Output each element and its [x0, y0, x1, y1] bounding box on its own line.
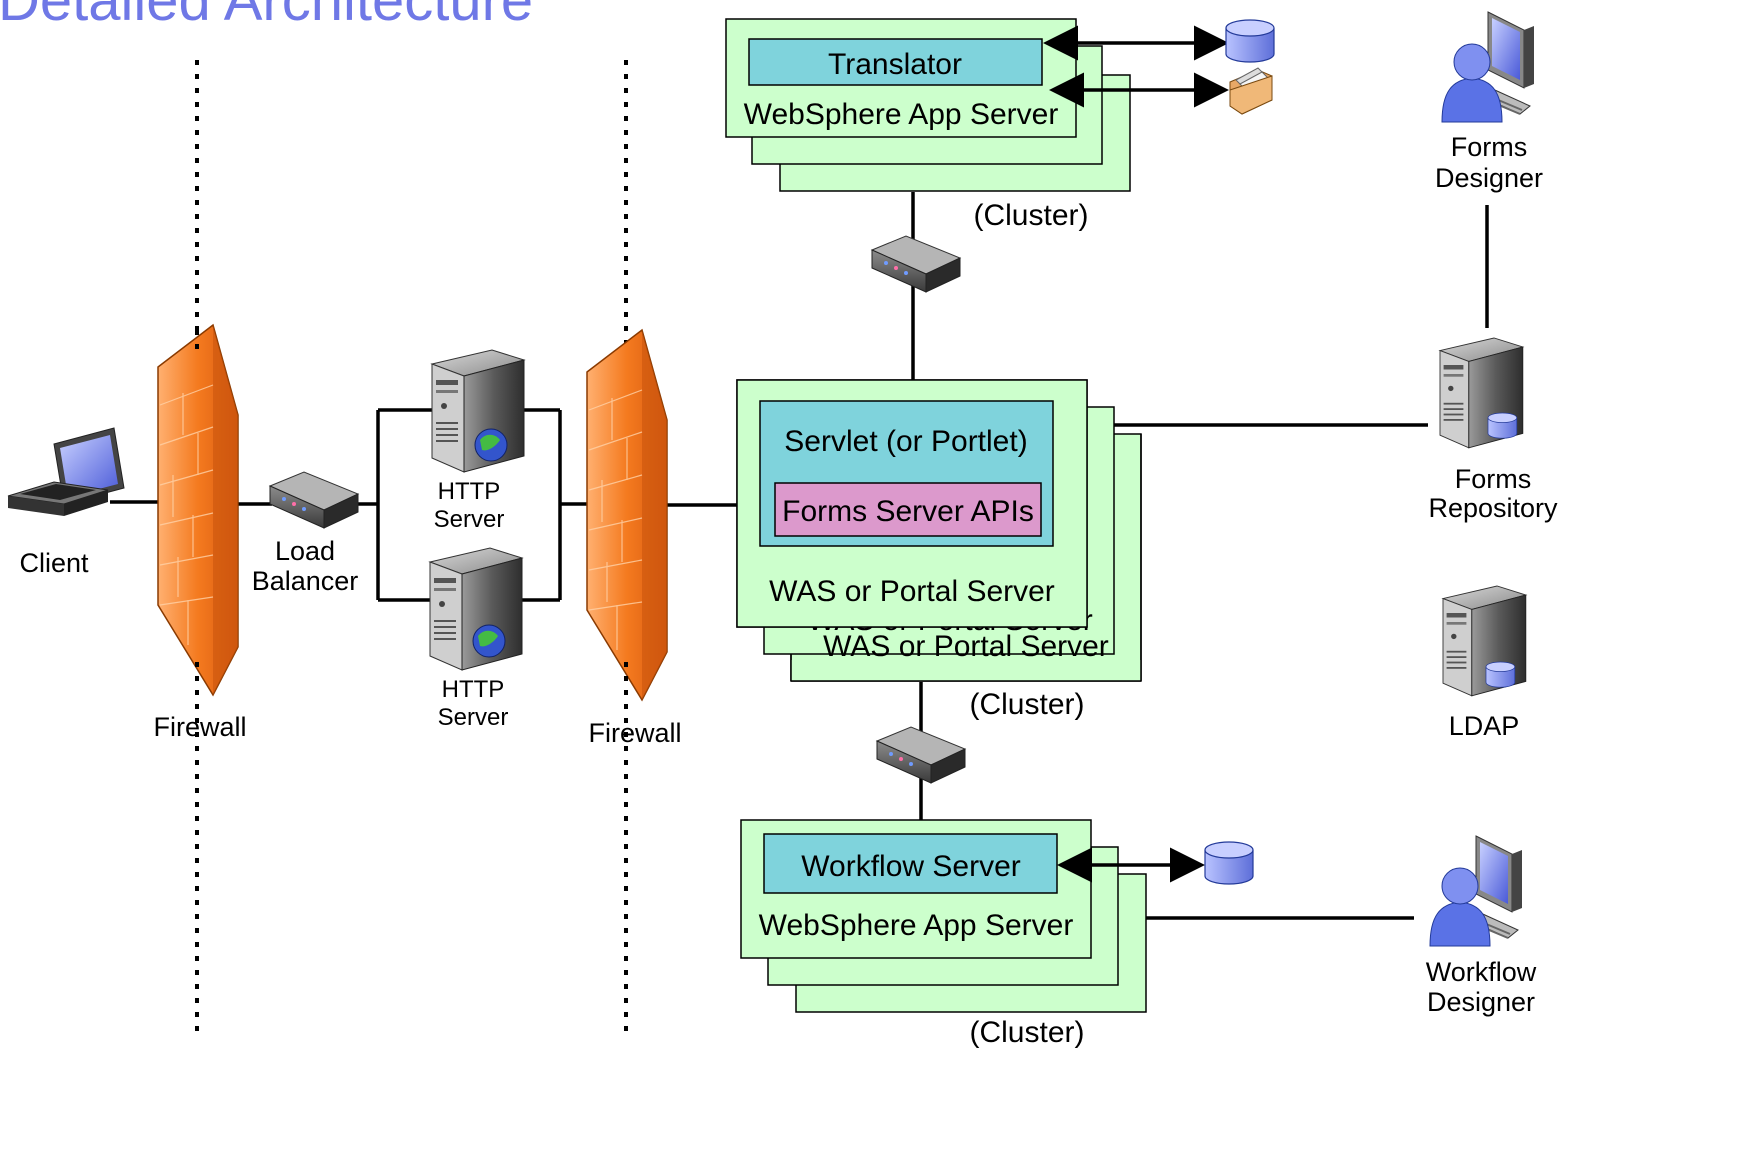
translator-cluster: Translator WebSphere App Server (Cluster…: [725, 18, 1131, 232]
translator-cluster-label: (Cluster): [973, 199, 1088, 232]
forms-apis-box[interactable]: [774, 482, 1042, 537]
globe-icon: [472, 624, 506, 658]
load-balancer-icon: [269, 471, 359, 529]
portal-cluster-label: (Cluster): [969, 688, 1084, 721]
portal-server-label: WAS or Portal Server: [769, 575, 1055, 608]
workflow-server-label: WebSphere App Server: [759, 909, 1074, 942]
firewall-1-label: Firewall: [153, 712, 246, 742]
database-icon: [1487, 412, 1518, 439]
workflow-cluster: Workflow Server WebSphere App Server (Cl…: [740, 819, 1147, 1049]
translator-box[interactable]: [748, 38, 1043, 86]
translator-server-label: WebSphere App Server: [744, 98, 1059, 131]
server-icon: [429, 547, 523, 671]
ldap-label: LDAP: [1449, 711, 1520, 741]
translator-label: Translator: [828, 48, 962, 81]
diagram-title: Detailed Architecture: [0, 0, 533, 33]
servlet-label: Servlet (or Portlet): [784, 425, 1027, 458]
svg-text:WAS or Portal Server: WAS or Portal Server: [823, 630, 1109, 663]
workflow-box[interactable]: [763, 833, 1058, 894]
user-workstation-icon: [1429, 835, 1523, 947]
database-icon: [1485, 661, 1516, 688]
forms-apis-label: Forms Server APIs: [782, 495, 1034, 528]
laptop-icon: [7, 427, 125, 516]
folder-icon: [1229, 67, 1273, 115]
database-icon: [1204, 841, 1254, 885]
database-icon: [1225, 19, 1275, 63]
portal-cluster: WAS or Portal Server WAS or Portal Serve…: [736, 379, 1142, 721]
network-switch-icon: [871, 235, 961, 293]
network-switch-icon: [876, 726, 966, 784]
client-label: Client: [19, 548, 89, 578]
globe-icon: [474, 428, 508, 462]
user-workstation-icon: [1441, 11, 1535, 123]
firewall-icon: [157, 324, 239, 696]
workflow-label: Workflow Server: [801, 850, 1021, 883]
firewall-2-label: Firewall: [588, 718, 681, 748]
firewall-icon: [586, 329, 668, 701]
workflow-cluster-label: (Cluster): [969, 1016, 1084, 1049]
